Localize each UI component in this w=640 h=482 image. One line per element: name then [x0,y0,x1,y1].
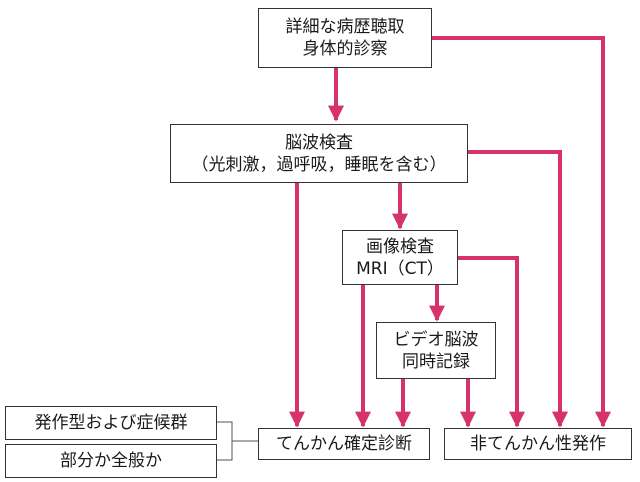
video-eeg-line2: 同時記録 [402,351,470,372]
seizure-type-box: 発作型および症候群 [5,406,217,440]
partial-general-label: 部分か全般か [60,451,162,471]
non-epileptic-label: 非てんかん性発作 [470,434,606,454]
video-eeg-line1: ビデオ脳波 [393,329,479,350]
arrow-imaging-to-non-epileptic [458,256,525,428]
non-epileptic-box: 非てんかん性発作 [444,428,632,460]
partial-general-box: 部分か全般か [5,444,217,478]
eeg-line2: （光刺激，過呼吸，睡眠を含む） [191,154,447,175]
imaging-line1: 画像検査 [366,236,434,257]
imaging-line2: MRI（CT） [356,258,444,279]
seizure-type-label: 発作型および症候群 [34,413,188,433]
arrow-history-to-non-epileptic [432,36,611,428]
history-line1: 詳細な病歴聴取 [285,17,405,37]
epilepsy-diagnosis-box: てんかん確定診断 [258,428,430,460]
epilepsy-diagnosis-label: てんかん確定診断 [276,434,412,454]
arrow-eeg-to-non-epileptic [468,150,568,428]
eeg-box: 脳波検査 （光刺激，過呼吸，睡眠を含む） [170,124,468,183]
imaging-box: 画像検査 MRI（CT） [342,230,458,285]
history-box: 詳細な病歴聴取 身体的診察 [258,8,432,68]
eeg-line1: 脳波検査 [285,132,353,153]
video-eeg-box: ビデオ脳波 同時記録 [376,322,496,379]
history-line2: 身体的診察 [302,39,388,59]
side-bracket [217,421,258,461]
